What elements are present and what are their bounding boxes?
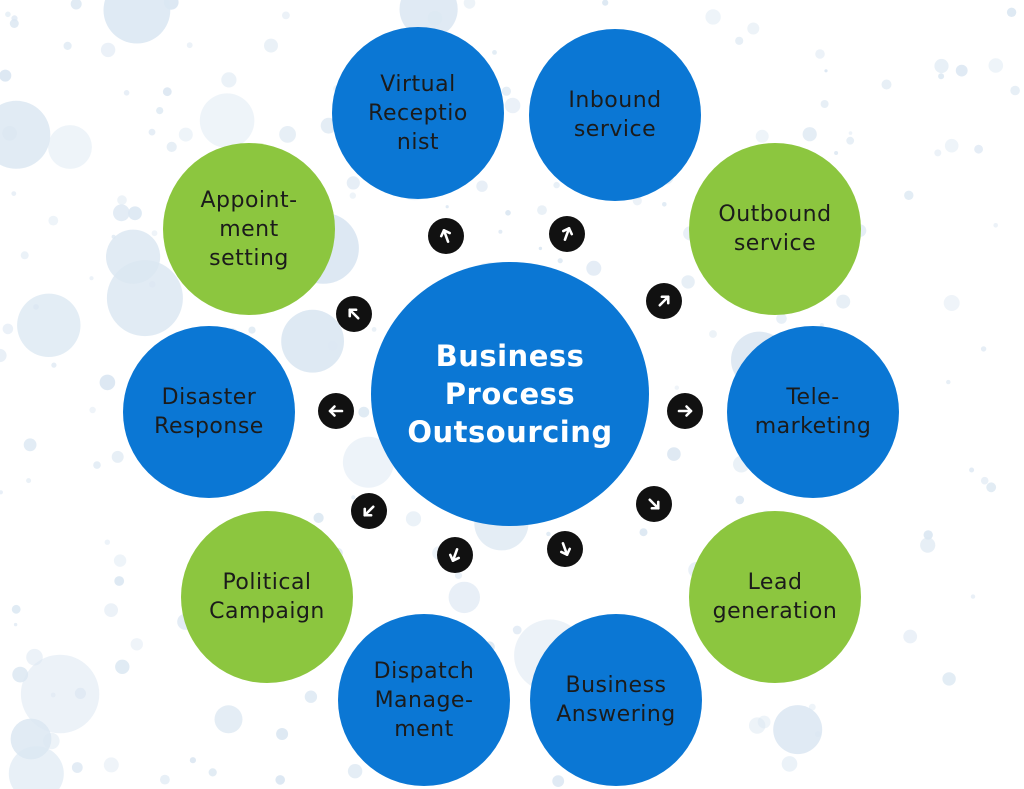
node-label: Appoint- ment setting bbox=[200, 187, 298, 271]
node-outbound-service: Outbound service bbox=[689, 143, 861, 315]
node-label: Political Campaign bbox=[209, 570, 325, 624]
node-political-campaign: Political Campaign bbox=[181, 511, 353, 683]
center-node: Business Process Outsourcing bbox=[371, 262, 649, 526]
node-virtual-receptionist: Virtual Receptio nist bbox=[332, 27, 504, 199]
node-label: Outbound service bbox=[718, 202, 832, 256]
arrow-icon bbox=[549, 216, 585, 252]
arrow-icon bbox=[646, 283, 682, 319]
node-label: Business Answering bbox=[556, 673, 676, 727]
node-inbound-service: Inbound service bbox=[529, 29, 701, 201]
arrow-icon bbox=[351, 493, 387, 529]
node-label: Inbound service bbox=[568, 88, 662, 142]
arrow-icon bbox=[428, 218, 464, 254]
center-label: Business Process Outsourcing bbox=[407, 339, 613, 449]
arrow-icon bbox=[437, 537, 473, 573]
node-lead-generation: Lead generation bbox=[689, 511, 861, 683]
node-label: Dispatch Manage- ment bbox=[373, 658, 475, 742]
node-dispatch-management: Dispatch Manage- ment bbox=[338, 614, 510, 786]
node-label: Lead generation bbox=[712, 570, 838, 624]
node-appointment-setting: Appoint- ment setting bbox=[163, 143, 335, 315]
node-disaster-response: Disaster Response bbox=[123, 326, 295, 498]
node-label: Virtual Receptio nist bbox=[368, 71, 468, 155]
node-business-answering: Business Answering bbox=[530, 614, 702, 786]
arrow-icon bbox=[336, 296, 372, 332]
node-label: Tele- marketing bbox=[754, 385, 872, 439]
arrow-icon bbox=[636, 486, 672, 522]
node-label: Disaster Response bbox=[154, 385, 264, 439]
arrow-icon bbox=[667, 393, 703, 429]
arrow-icon bbox=[547, 531, 583, 567]
arrow-icon bbox=[318, 393, 354, 429]
node-telemarketing: Tele- marketing bbox=[727, 326, 899, 498]
